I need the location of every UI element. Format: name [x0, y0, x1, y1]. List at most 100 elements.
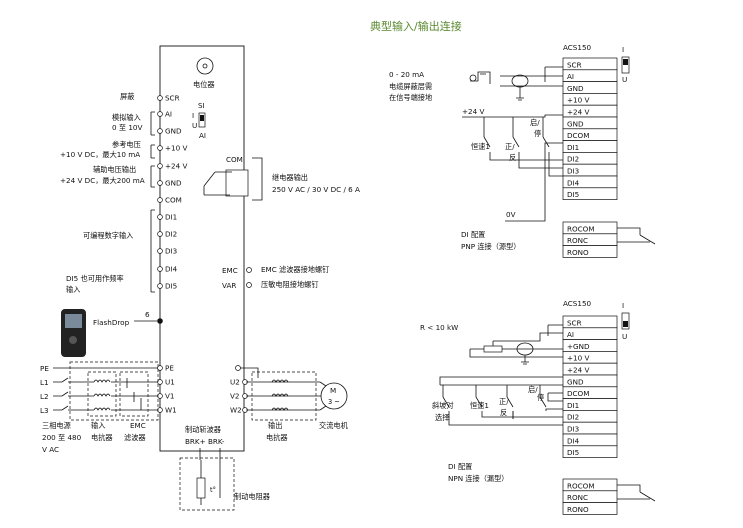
si-u-label: U — [192, 121, 197, 130]
control-terminal-label: DI2 — [165, 230, 177, 239]
control-terminal-screw — [157, 231, 163, 237]
npn-ramp-label-2: 选择 — [435, 413, 449, 422]
control-terminal-screw — [157, 180, 163, 186]
relay-terminal-block — [225, 169, 249, 197]
aux-voltage-spec: +24 V DC，最大200 mA — [60, 176, 145, 185]
pnp-terminal-label: DI1 — [567, 143, 579, 152]
npn-terminal-label: AI — [567, 330, 574, 339]
pnp-terminal-label: DI3 — [567, 167, 579, 176]
pnp-relay-label: ROCOM — [567, 224, 595, 233]
npn-relay-label: RONC — [567, 493, 588, 502]
relay-com-term: COM — [226, 155, 243, 164]
emc-screw-desc: EMC 滤波器接地螺钉 — [261, 265, 329, 274]
pnp-switch-u: U — [622, 75, 627, 84]
relay-output-spec: 250 V AC / 30 V DC / 6 A — [272, 185, 360, 194]
mains-label-2: 200 至 480 — [42, 433, 82, 442]
ref-voltage-spec: +10 V DC，最大10 mA — [60, 150, 140, 159]
pnp-terminal-label: DI4 — [567, 178, 580, 187]
npn-terminal-label: DCOM — [567, 389, 589, 398]
npn-terminal-label: GND — [567, 377, 584, 386]
npn-model-label: ACS150 — [563, 299, 592, 308]
pnp-cable-shield-icon — [511, 74, 529, 88]
pnp-relay-cell — [562, 245, 618, 258]
power-input-label: U1 — [165, 378, 175, 387]
npn-start-stop-label-2: 停 — [537, 393, 544, 402]
di5-note-2: 输入 — [66, 285, 80, 294]
l2-label: L2 — [40, 392, 49, 401]
control-terminal-screw — [157, 145, 163, 151]
control-terminal-screw — [157, 248, 163, 254]
npn-fwd-rev-label-2: 反 — [500, 408, 507, 417]
pnp-config-label-1: DI 配置 — [461, 230, 485, 239]
npn-terminal-cell — [562, 445, 618, 458]
npn-relay-label: ROCOM — [567, 481, 595, 490]
analog-in-label: 模拟输入 — [112, 113, 141, 122]
flashdrop-port-number: 6 — [145, 310, 150, 319]
pnp-relay-label: RONO — [567, 248, 589, 257]
npn-config-label-1: DI 配置 — [448, 462, 472, 471]
aux-voltage-label: 辅助电压输出 — [93, 165, 136, 174]
emc-term: EMC — [222, 266, 238, 275]
mains-label-1: 三相电源 — [42, 421, 71, 430]
emc-screw-icon — [246, 267, 252, 273]
pnp-ai-source-icon — [469, 74, 477, 82]
npn-potentiometer-icon — [483, 345, 503, 353]
pnp-switch-i: I — [622, 45, 624, 54]
potentiometer-label: 电位器 — [193, 80, 215, 89]
input-choke-label-2: 电抗器 — [91, 433, 113, 442]
npn-resistor-label: R < 10 kW — [420, 323, 458, 332]
emc-filter-label-1: EMC — [130, 421, 146, 430]
ref-voltage-label: 参考电压 — [112, 140, 141, 149]
npn-switch-u: U — [622, 332, 627, 341]
si-switch-knob — [200, 115, 204, 121]
npn-terminal-label: SCR — [567, 318, 582, 327]
control-terminal-label: AI — [165, 110, 172, 119]
pnp-const-speed-label: 恒速1 — [471, 142, 490, 151]
npn-terminal-label: DI3 — [567, 425, 579, 434]
emc-filter-box — [119, 371, 149, 417]
power-input-label: W1 — [165, 406, 177, 415]
brake-resistor-enclosure — [179, 457, 235, 511]
pnp-fwd-rev-label-2: 反 — [509, 153, 516, 162]
npn-terminal-label: +10 V — [567, 354, 589, 363]
control-terminal-label: SCR — [165, 94, 180, 103]
pnp-start-stop-label-1: 启/ — [530, 118, 540, 127]
flashdrop-port — [157, 318, 163, 324]
npn-switch-i: I — [622, 301, 624, 310]
control-terminal-label: DI1 — [165, 213, 177, 222]
di5-note-1: DI5 也可用作频率 — [66, 274, 124, 283]
control-terminal-screw — [157, 111, 163, 117]
input-choke-label-1: 输入 — [91, 421, 105, 430]
output-choke-icon — [271, 379, 289, 411]
control-terminal-label: GND — [165, 127, 182, 136]
flashdrop-label: FlashDrop — [93, 318, 130, 327]
control-terminal-label: COM — [165, 196, 182, 205]
control-terminal-screw — [157, 95, 163, 101]
input-choke-icon — [87, 371, 117, 417]
npn-terminal-label: DI1 — [567, 401, 579, 410]
pnp-ai-range: 0 - 20 mA — [389, 70, 424, 79]
motor-label: 交流电机 — [319, 421, 349, 430]
npn-terminal-label: DI4 — [567, 436, 580, 445]
power-input-label: V1 — [165, 392, 175, 401]
pnp-terminal-label: AI — [567, 72, 574, 81]
pnp-0v-label: 0V — [506, 210, 516, 219]
control-terminal-label: +24 V — [165, 162, 187, 171]
mains-label-3: V AC — [42, 445, 59, 454]
pnp-terminal-label: SCR — [567, 60, 582, 69]
var-screw-icon — [246, 282, 252, 288]
pnp-terminal-label: DI2 — [567, 155, 579, 164]
output-choke-label-1: 输出 — [268, 421, 282, 430]
pnp-terminal-label: DI5 — [567, 190, 579, 199]
power-output-label: V2 — [230, 392, 240, 401]
npn-terminal-label: DI5 — [567, 448, 579, 457]
relay-output-label: 继电器输出 — [272, 173, 308, 182]
analog-in-range: 0 至 10V — [112, 123, 142, 132]
control-terminal-screw — [157, 283, 163, 289]
l1-label: L1 — [40, 378, 49, 387]
motor-m-symbol: M — [330, 386, 336, 395]
